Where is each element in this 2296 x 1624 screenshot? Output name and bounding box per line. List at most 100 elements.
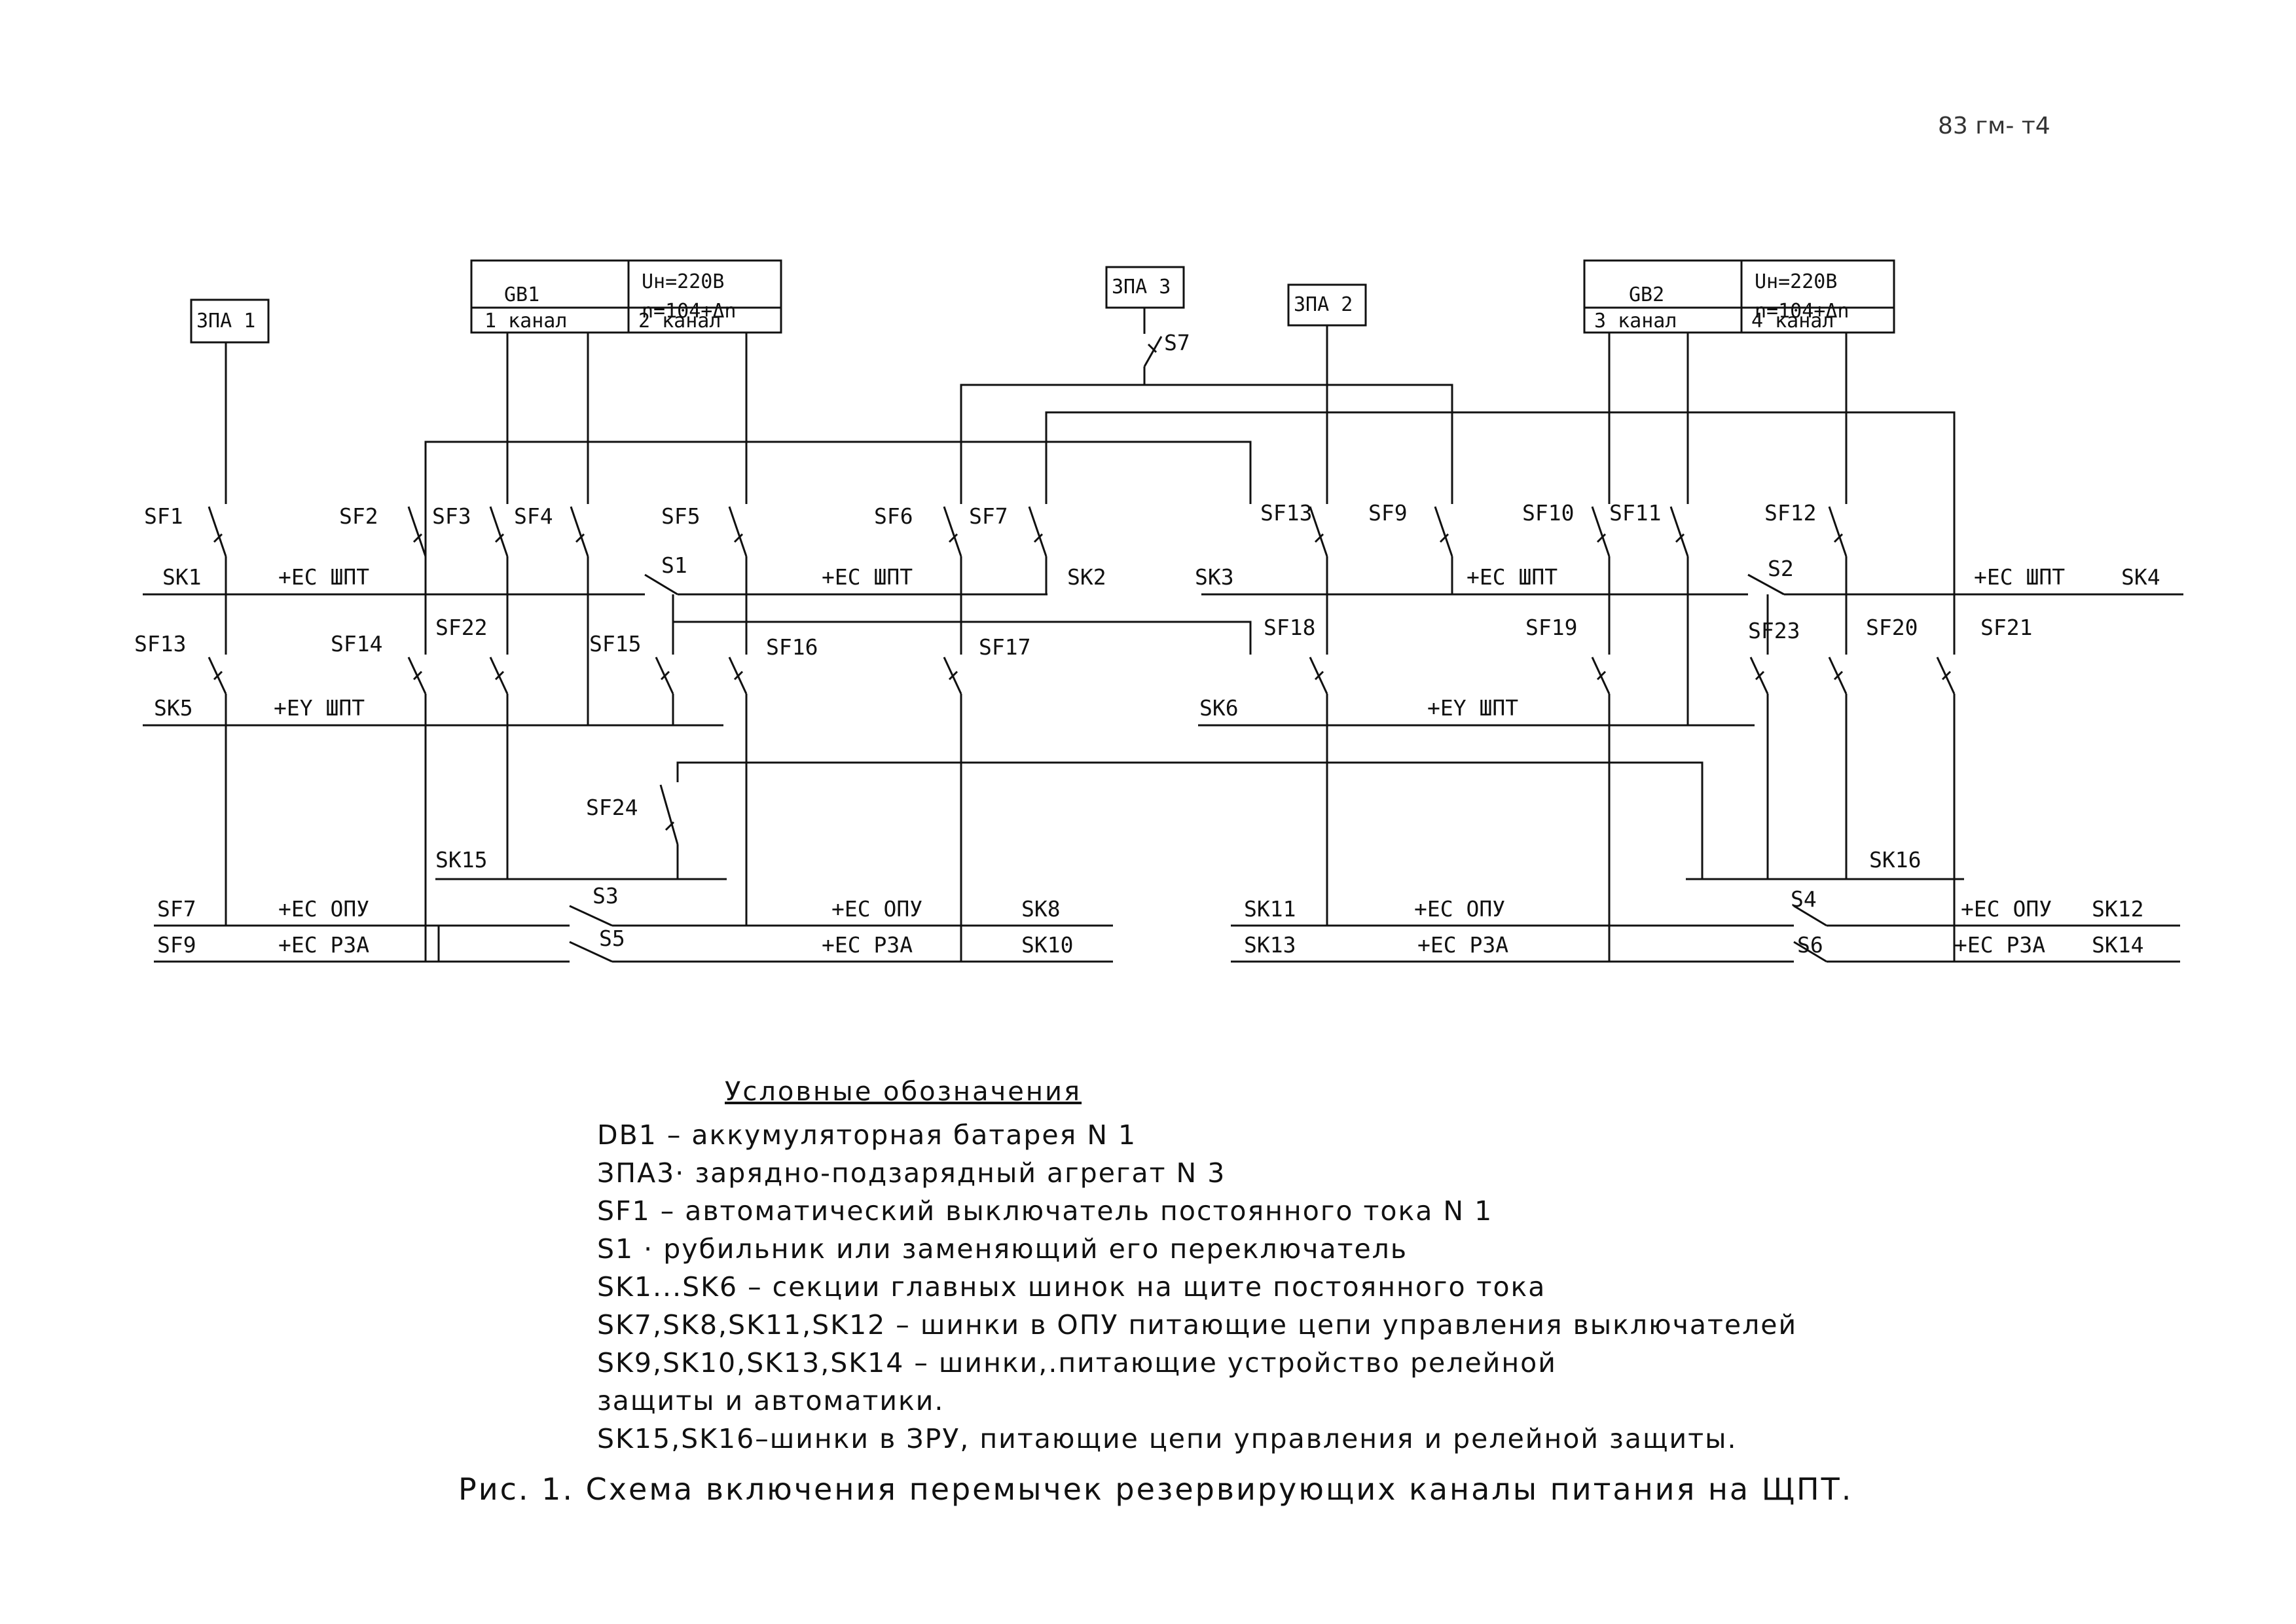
label-sk11-47: SK11 [1244, 896, 1296, 922]
breaker-sf15 [655, 657, 674, 695]
breaker-sf23 [1749, 657, 1769, 695]
legend-item-sk9-sk14: SK9,SK10,SK13,SK14 – шинки,.питающие уст… [597, 1347, 1557, 1379]
label-s4-28: S4 [1791, 886, 1817, 912]
legend-title: Условные обозначения [725, 1077, 1082, 1107]
gb1-voltage: Uн=220В [642, 270, 724, 293]
label-sk5-39: SK5 [154, 695, 193, 721]
label-sk15-59: SK15 [435, 847, 487, 873]
label-s7-30: S7 [1164, 330, 1190, 355]
gb1-channel-2: 2 канал [638, 310, 721, 333]
gb2-name: GB2 [1629, 283, 1664, 306]
breaker-sf3 [489, 506, 509, 557]
breaker-sf1 [208, 506, 227, 557]
legend-item-zpa3: ЗПА3· зарядно-подзарядный агрегат N 3 [597, 1157, 1226, 1189]
document-code: 83 гм- т4 [1938, 113, 2050, 139]
breaker-sf6 [943, 506, 962, 557]
label-sf13top-7: SF13 [1260, 500, 1312, 526]
label-ec_rza-57: +EC РЗА [1954, 932, 2045, 958]
label-sk4-38: SK4 [2121, 564, 2160, 590]
label-sf10-9: SF10 [1522, 500, 1574, 526]
zpa2-label: ЗПА 2 [1294, 293, 1353, 316]
label-sk1-31: SK1 [162, 564, 202, 590]
jumper-sf7-sf21 [1045, 411, 1956, 594]
gb2-voltage: Uн=220В [1755, 270, 1837, 293]
jumper-sf3-sf13 [424, 441, 1252, 594]
label-ec_opu-45: +EC ОПУ [831, 896, 922, 922]
label-sk3-35: SK3 [1195, 564, 1234, 590]
legend-item-sf1: SF1 – автоматический выключатель постоян… [597, 1195, 1493, 1227]
label-ec_opu-49: +EC ОПУ [1961, 896, 2052, 922]
label-sf5-4: SF5 [661, 503, 701, 529]
gb1-name: GB1 [504, 283, 539, 306]
label-s3-26: S3 [592, 883, 619, 909]
label-sf22-14: SF22 [435, 615, 487, 640]
legend-item-gb1: DB1 – аккумуляторная батарея N 1 [597, 1119, 1137, 1151]
switch-s6 [1793, 941, 1827, 963]
label-sf12-11: SF12 [1764, 500, 1816, 526]
breaker-sf14 [407, 657, 427, 695]
breaker-sf10 [1591, 506, 1611, 557]
label-s2-25: S2 [1768, 556, 1794, 581]
label-sf21-22: SF21 [1980, 615, 2032, 640]
gb2-channel-3: 3 канал [1594, 310, 1677, 333]
label-ec_rza-53: +EC РЗА [822, 932, 913, 958]
label-sf23-20: SF23 [1748, 618, 1800, 643]
gb2-channel-4: 4 канал [1751, 310, 1834, 333]
legend: Условные обозначения DB1 – аккумуляторна… [597, 1077, 2103, 1458]
label-ec_opu-48: +EC ОПУ [1414, 896, 1505, 922]
gb1-channel-1: 1 канал [484, 310, 567, 333]
breaker-sf13top [1309, 506, 1328, 557]
box-gb1 [470, 259, 782, 334]
box-gb2 [1583, 259, 1895, 334]
label-sk2-34: SK2 [1067, 564, 1106, 590]
label-sf18-18: SF18 [1264, 615, 1315, 640]
label-sk16-60: SK16 [1869, 847, 1921, 873]
label-sf4-3: SF4 [514, 503, 553, 529]
label-s5-27: S5 [599, 926, 625, 951]
label-sf14-13: SF14 [331, 631, 382, 657]
breaker-sf16 [728, 657, 748, 695]
breaker-sf19 [1591, 657, 1611, 695]
breaker-sf17 [943, 657, 962, 695]
switch-s2 [1747, 573, 1785, 596]
label-ec_rza-56: +EC РЗА [1417, 932, 1508, 958]
label-ey_shpt-42: +EY ШПТ [1427, 695, 1518, 721]
label-ec_shpt-33: +EC ШПТ [822, 564, 913, 590]
label-sf24-23: SF24 [586, 795, 638, 820]
label-sf19-19: SF19 [1525, 615, 1577, 640]
breaker-sf12 [1828, 506, 1848, 557]
breaker-sf4 [570, 506, 589, 557]
gb1-count: n=104+Δn [642, 300, 737, 323]
label-sf9_bus-51: SF9 [157, 932, 196, 958]
label-s1-24: S1 [661, 552, 687, 578]
label-sf6-5: SF6 [874, 503, 913, 529]
label-sf20-21: SF20 [1866, 615, 1918, 640]
breaker-sf11 [1669, 506, 1689, 557]
label-ec_shpt-36: +EC ШПТ [1467, 564, 1558, 590]
breaker-sf2 [407, 506, 427, 557]
breaker-sf9 [1434, 506, 1453, 557]
switch-s5 [569, 941, 613, 963]
label-sf2-1: SF2 [339, 503, 378, 529]
label-sk12-50: SK12 [2092, 896, 2143, 922]
legend-item-sk15-sk16: SK15,SK16–шинки в ЗРУ, питающие цепи упр… [597, 1423, 1738, 1454]
breaker-sf7 [1028, 506, 1048, 557]
breaker-sf21 [1936, 657, 1956, 695]
switch-s4 [1793, 905, 1827, 927]
label-sf17-17: SF17 [979, 634, 1030, 660]
label-sf1-0: SF1 [144, 503, 183, 529]
label-sk10-54: SK10 [1021, 932, 1073, 958]
label-sf7_bus-43: SF7 [157, 896, 196, 922]
legend-item-sk1-sk6: SK1...SK6 – секции главных шинок на щите… [597, 1271, 1546, 1303]
breaker-sf5 [728, 506, 748, 557]
breaker-sf22 [489, 657, 509, 695]
breaker-sf20 [1828, 657, 1848, 695]
label-sf13-12: SF13 [134, 631, 186, 657]
figure-caption: Рис. 1. Схема включения перемычек резерв… [458, 1471, 1853, 1507]
label-s6-29: S6 [1797, 932, 1823, 958]
feeder-zpa3-dist [960, 384, 1453, 504]
label-ec_rza-52: +EC РЗА [278, 932, 369, 958]
legend-item-sk7-sk12: SK7,SK8,SK11,SK12 – шинки в ОПУ питающие… [597, 1309, 1798, 1341]
label-ec_shpt-37: +EC ШПТ [1974, 564, 2065, 590]
